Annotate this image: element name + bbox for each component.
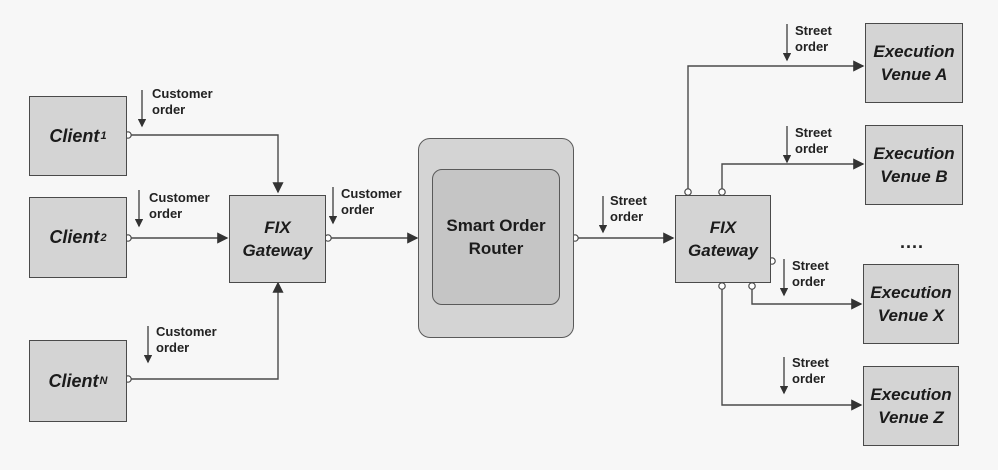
- customer-order-label-2: Customer order: [149, 190, 210, 222]
- client-1-label: Client: [49, 125, 100, 146]
- street-order-label-4-line1: Street: [792, 258, 829, 273]
- street-order-label-1-line2: order: [610, 209, 644, 224]
- connector-gateway-venue-z: [721, 286, 863, 411]
- execution-venue-b: Execution Venue B: [865, 125, 963, 205]
- more-venues-ellipsis: ....: [900, 232, 925, 252]
- venue-z-line1: Execution: [870, 385, 952, 404]
- customer-order-label-4-line2: order: [341, 202, 375, 217]
- connector-gateway-venue-x: [751, 286, 863, 310]
- port-gateway-right-z: [718, 282, 726, 290]
- customer-order-label-4-line1: Customer: [341, 186, 402, 201]
- customer-order-label-4: Customer order: [341, 186, 402, 218]
- street-order-label-3-line2: order: [795, 141, 829, 156]
- customer-order-label-2-line2: order: [149, 206, 183, 221]
- customer-order-label-1-line2: order: [152, 102, 186, 117]
- client-1-subscript: 1: [100, 130, 107, 142]
- smart-order-router: Smart Order Router: [432, 169, 560, 305]
- street-order-label-2-line1: Street: [795, 23, 832, 38]
- router-line1: Smart Order: [446, 216, 546, 235]
- port-gateway-right-x: [748, 282, 756, 290]
- customer-order-label-1-line1: Customer: [152, 86, 213, 101]
- street-order-label-3-line1: Street: [795, 125, 832, 140]
- customer-order-label-3: Customer order: [156, 324, 217, 356]
- fix-gateway-right-line2: Gateway: [688, 241, 758, 260]
- street-order-label-4-line2: order: [792, 274, 826, 289]
- street-order-label-1-line1: Street: [610, 193, 647, 208]
- venue-a-line1: Execution: [873, 42, 955, 61]
- street-order-label-5-line1: Street: [792, 355, 829, 370]
- client-2-subscript: 2: [100, 231, 107, 244]
- execution-venue-z: Execution Venue Z: [863, 366, 959, 446]
- venue-x-line2: Venue X: [877, 306, 945, 325]
- street-order-label-5: Street order: [792, 355, 829, 387]
- venue-b-line1: Execution: [873, 144, 955, 163]
- client-n-subscript: N: [99, 375, 108, 387]
- venue-z-line2: Venue Z: [878, 408, 944, 427]
- street-order-label-5-line2: order: [792, 371, 826, 386]
- fix-gateway-left: FIX Gateway: [229, 195, 326, 283]
- client-n-label: Client: [48, 370, 99, 391]
- fix-gateway-left-line1: FIX: [264, 218, 291, 237]
- street-order-label-2-line2: order: [795, 39, 829, 54]
- router-line2: Router: [468, 239, 524, 258]
- execution-venue-a: Execution Venue A: [865, 23, 963, 103]
- client-2-label: Client: [49, 227, 100, 247]
- customer-order-label-1: Customer order: [152, 86, 213, 118]
- connector-gateway-venue-a: [687, 60, 865, 192]
- venue-x-line1: Execution: [870, 283, 952, 302]
- customer-order-label-2-line1: Customer: [149, 190, 210, 205]
- fix-gateway-right-line1: FIX: [709, 218, 737, 237]
- venue-b-line2: Venue B: [880, 167, 948, 186]
- venue-a-line2: Venue A: [880, 65, 948, 84]
- street-order-label-4: Street order: [792, 258, 829, 290]
- execution-venue-x: Execution Venue X: [863, 264, 959, 344]
- connector-clientN-gateway: [131, 281, 284, 380]
- street-order-label-2: Street order: [795, 23, 832, 55]
- customer-order-label-3-line1: Customer: [156, 324, 217, 339]
- fix-gateway-right: FIX Gateway: [675, 195, 771, 283]
- connector-client1-gateway: [131, 134, 284, 194]
- fix-gateway-left-line2: Gateway: [242, 241, 313, 260]
- street-order-label-3: Street order: [795, 125, 832, 157]
- street-order-label-1: Street order: [610, 193, 647, 225]
- connector-gateway-venue-b: [721, 158, 865, 192]
- customer-order-label-3-line2: order: [156, 340, 190, 355]
